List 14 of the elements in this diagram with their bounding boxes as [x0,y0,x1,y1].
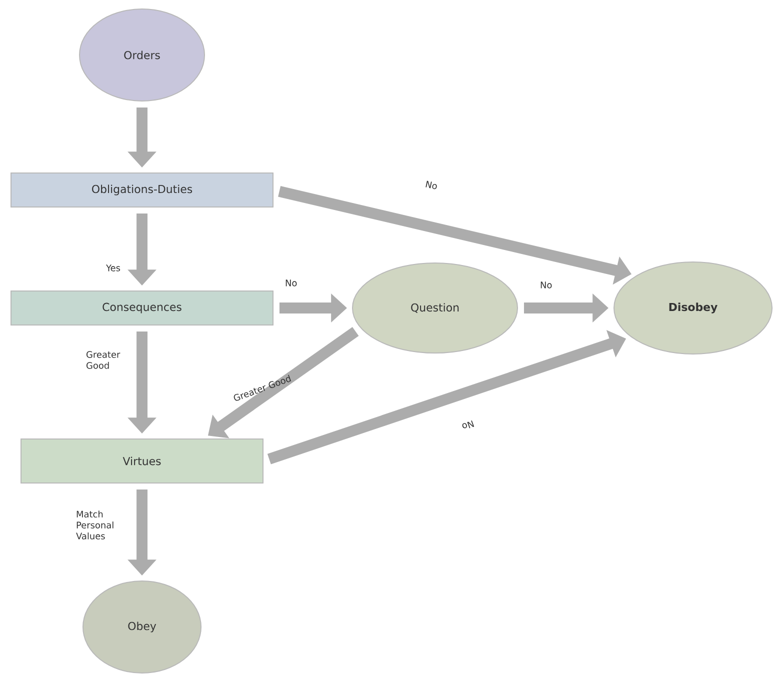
edge-label: No [462,420,474,428]
edge-label: No [540,282,552,288]
oval-node: Obey [82,580,202,674]
oval-node: Orders [79,8,205,102]
process-box: Virtues [20,438,264,484]
edge-label: No [426,180,437,190]
edge-label: No [286,280,297,286]
edge-label: Yes [106,264,120,272]
oval-node: Disobey [614,262,772,354]
edge-label: Greater Good [86,351,120,369]
process-box: Consequences [10,290,274,326]
process-box: Obligations-Duties [10,172,274,208]
edge-label: Match Personal Values [76,510,114,540]
oval-node: Question [352,262,518,354]
